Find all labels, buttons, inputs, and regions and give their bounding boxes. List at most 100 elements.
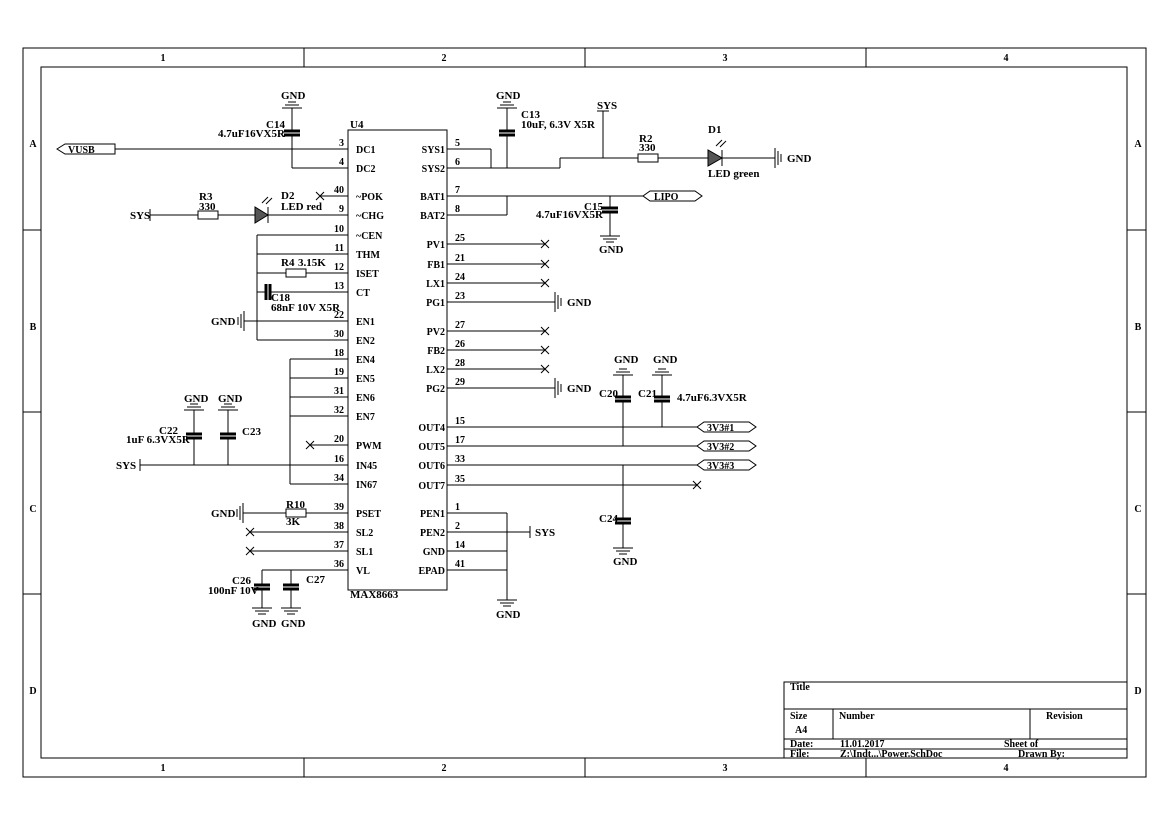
ic-pin-left-9: 9~CHG — [320, 204, 384, 222]
ic-pin-number: 20 — [334, 434, 344, 445]
ic-pin-number: 41 — [455, 559, 465, 570]
ic-pin-number: 34 — [334, 473, 344, 484]
file-label: File: — [790, 749, 809, 760]
ic-pin-number: 25 — [455, 233, 465, 244]
ic-pin-number: 11 — [335, 243, 344, 254]
ic-pin-number: 15 — [455, 416, 465, 427]
ic-pin-name: PSET — [356, 509, 381, 520]
sheet-frame — [22, 47, 1147, 778]
labels: GND GND GND GND GND GND GND GND GND GND … — [116, 90, 812, 630]
sys-label-r3: SYS — [130, 210, 150, 222]
ic-pin-left-40: 40~POK — [320, 185, 383, 203]
ic-pin-name: BAT1 — [420, 192, 445, 203]
r4-value: 3.15K — [298, 257, 326, 269]
ic-pin-name: EN4 — [356, 355, 375, 366]
size-value: A4 — [795, 725, 807, 736]
ic-pin-number: 6 — [455, 157, 460, 168]
gnd-epad — [497, 599, 517, 607]
zone-col-3-bottom: 3 — [723, 763, 728, 774]
r10-value: 3K — [286, 516, 301, 528]
capacitor-c20 — [615, 395, 631, 403]
gnd-en1 — [237, 311, 245, 331]
ic-pin-name: PEN2 — [420, 528, 445, 539]
date-value: 11.01.2017 — [840, 739, 884, 750]
ic-pin-name: SYS2 — [422, 164, 445, 175]
c21-ref: C21 — [638, 388, 657, 400]
ic-pin-name: EN2 — [356, 336, 375, 347]
ic-pin-number: 17 — [455, 435, 465, 446]
capacitor-c15 — [602, 206, 618, 214]
ic-pin-name: PEN1 — [420, 509, 445, 520]
c15-ref: C15 — [584, 201, 603, 213]
ic-pin-name: IN67 — [356, 480, 377, 491]
gnd-label-c15: GND — [599, 244, 624, 256]
ic-pin-number: 4 — [339, 157, 344, 168]
c26-value: 100nF 10V — [208, 585, 259, 597]
ic-pin-number: 37 — [334, 540, 344, 551]
ic-pin-name: SL1 — [356, 547, 373, 558]
ic-pin-name: EN6 — [356, 393, 375, 404]
c22-value: 1uF 6.3VX5R — [126, 434, 191, 446]
port-3v3-2-label: 3V3#2 — [707, 442, 734, 453]
d2-value: LED red — [281, 201, 322, 213]
number-label: Number — [839, 711, 875, 722]
c23-ref: C23 — [242, 426, 261, 438]
capacitor-c22 — [186, 432, 202, 440]
resistors — [197, 153, 659, 518]
ic-part: MAX8663 — [350, 589, 399, 601]
sheet-label: Sheet of — [1004, 739, 1039, 750]
ic-pin-number: 39 — [334, 502, 344, 513]
sys-label-pen2: SYS — [535, 527, 555, 539]
led-d2 — [254, 196, 273, 224]
port-3v3-3: 3V3#3 — [696, 459, 757, 472]
ic-pin-name: SL2 — [356, 528, 373, 539]
capacitor-c21 — [654, 395, 670, 403]
ic-pin-name: LX1 — [426, 279, 445, 290]
ic-pin-left-10: 10~CEN — [320, 224, 383, 242]
ic-pin-number: 19 — [334, 367, 344, 378]
r2-ref: R2 — [639, 133, 653, 145]
ic-pin-name: EN5 — [356, 374, 375, 385]
title-label: Title — [790, 682, 810, 693]
ic-pin-name: GND — [423, 547, 445, 558]
gnd-label-c24: GND — [613, 556, 638, 568]
ic-pin-name: THM — [356, 250, 380, 261]
port-lipo-label: LIPO — [654, 192, 679, 203]
r3-value: 330 — [199, 201, 216, 213]
gnd-pg1 — [554, 292, 562, 312]
r3-ref: R3 — [199, 191, 213, 203]
c15-value: 4.7uF16VX5R — [536, 209, 604, 221]
zone-col-2-bottom: 2 — [442, 763, 447, 774]
gnd-label-pg1: GND — [567, 297, 592, 309]
ic-pin-name: SYS1 — [422, 145, 445, 156]
r4-ref: R4 — [281, 257, 295, 269]
sys-label-in45: SYS — [116, 460, 136, 472]
ic-pin-number: 35 — [455, 474, 465, 485]
ic-pins: 3DC14DC240~POK9~CHG10~CEN11THM12ISET13CT… — [320, 138, 475, 577]
ic-pin-number: 23 — [455, 291, 465, 302]
ic-pin-number: 8 — [455, 204, 460, 215]
c14-ref: C14 — [266, 119, 285, 131]
ic-pin-name: ISET — [356, 269, 379, 280]
ic-pin-number: 1 — [455, 502, 460, 513]
c13-ref: C13 — [521, 109, 540, 121]
ic-pin-name: EN1 — [356, 317, 375, 328]
gnd-label-c21: GND — [653, 354, 678, 366]
ic-pin-name: OUT4 — [418, 423, 445, 434]
ic-pin-number: 31 — [334, 386, 344, 397]
ic-pin-number: 13 — [334, 281, 344, 292]
ic-pin-name: PWM — [356, 441, 382, 452]
ic-pin-number: 16 — [334, 454, 344, 465]
c24-ref: C24 — [599, 513, 618, 525]
ic-u4: U4 MAX8663 3DC14DC240~POK9~CHG10~CEN11TH… — [320, 119, 475, 601]
